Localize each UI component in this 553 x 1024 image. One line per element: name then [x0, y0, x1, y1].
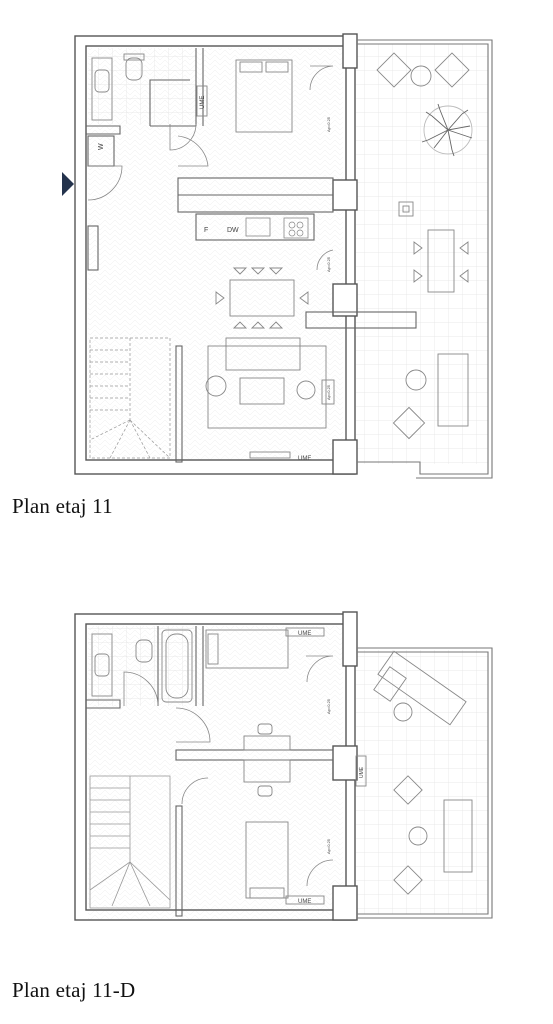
floor-plan-etaj-11: UME W F DW — [62, 33, 493, 479]
dishwasher-label: DW — [227, 227, 239, 234]
vent-label-1: Ap=0.25 — [326, 116, 331, 132]
vent-label-2: Ap=0.25 — [326, 256, 331, 272]
desk-top — [243, 723, 291, 751]
doors — [87, 65, 334, 271]
interior-walls — [86, 48, 417, 463]
bathroom-fixtures — [91, 53, 145, 121]
floor-plan-etaj-11-d: UME UME UME — [74, 611, 493, 921]
vent-label-1: Ap=0.25 — [326, 698, 331, 714]
doors — [123, 655, 334, 887]
kitchen-counter: F DW — [204, 217, 309, 239]
terrace-outline — [357, 647, 493, 919]
terrace-furniture — [373, 650, 473, 895]
washer-label: W — [98, 143, 105, 150]
ume-terrace-label: UME — [359, 766, 365, 778]
dining-table — [215, 267, 309, 329]
ume-closet-label: UME — [200, 96, 206, 109]
terrace-outline — [357, 39, 493, 479]
ume-top-label: UME — [298, 631, 311, 637]
plan-caption-upper: Plan etaj 11 — [12, 494, 113, 518]
vent-label-2: Ap=0.25 — [326, 838, 331, 854]
living-furniture — [205, 337, 335, 459]
staircase — [89, 337, 171, 459]
bathroom-fixtures — [91, 629, 193, 703]
exterior-walls — [74, 611, 358, 921]
staircase — [89, 775, 171, 909]
ume-window-label: UME — [298, 456, 311, 462]
ume-bottom: UME — [285, 895, 325, 905]
terrace-floor — [356, 650, 488, 914]
bed-upper — [235, 59, 293, 133]
ume-terrace: UME — [355, 755, 367, 787]
vent-label-3: Ap=0.25 — [326, 384, 331, 400]
ume-top: UME — [285, 627, 325, 637]
exterior-walls — [74, 33, 358, 475]
tree-icon — [421, 103, 473, 157]
ume-closet: UME — [196, 85, 208, 117]
bathroom-floor — [88, 626, 194, 706]
ume-bottom-label: UME — [298, 899, 311, 905]
desk-bottom — [243, 759, 291, 797]
bed-top — [205, 629, 289, 669]
terrace-furniture — [376, 52, 470, 440]
bed-bottom — [245, 821, 289, 899]
entrance-marker — [62, 172, 74, 196]
dining-chairs — [215, 267, 309, 329]
plan-caption-lower: Plan etaj 11-D — [12, 978, 136, 1002]
fridge-label: F — [204, 227, 208, 234]
bathroom-floor — [88, 48, 196, 124]
